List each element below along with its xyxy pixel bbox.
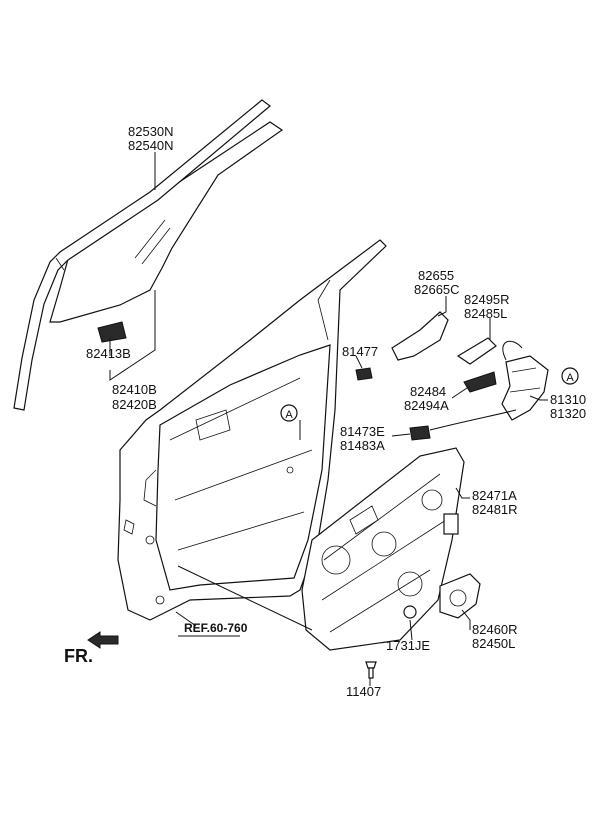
label-82485l: 82485L — [464, 306, 507, 321]
label-82494a: 82494A — [404, 398, 449, 413]
label-82484: 82484 — [410, 384, 446, 399]
label-82655: 82655 — [418, 268, 454, 283]
regulator-motor — [439, 573, 481, 619]
label-82420b: 82420B — [112, 397, 157, 412]
callout-a-right-label: A — [566, 372, 574, 384]
latch-assembly — [409, 340, 549, 441]
label-82665c: 82665C — [414, 282, 460, 297]
label-81477: 81477 — [342, 344, 378, 359]
callout-a-left-label: A — [285, 409, 293, 421]
bolt-81477 — [355, 367, 373, 381]
label-front: FR. — [64, 646, 93, 666]
label-82530n: 82530N — [128, 124, 174, 139]
leader-lines — [109, 152, 548, 686]
label-81320: 81320 — [550, 406, 586, 421]
outside-handle — [391, 311, 497, 393]
label-82413b: 82413B — [86, 346, 131, 361]
door-module-panel — [301, 447, 465, 651]
label-11407: 11407 — [346, 684, 381, 699]
label-82481r: 82481R — [472, 502, 518, 517]
label-1731je: 1731JE — [386, 638, 430, 653]
label-82450l: 82450L — [472, 636, 515, 651]
label-82471a: 82471A — [472, 488, 517, 503]
label-81310: 81310 — [550, 392, 586, 407]
label-82540n: 82540N — [128, 138, 174, 153]
label-82410b: 82410B — [112, 382, 157, 397]
clip-82413b — [97, 321, 127, 343]
glass-run-channel — [13, 99, 271, 411]
plug-1731je — [403, 605, 417, 619]
label-81483a: 81483A — [340, 438, 385, 453]
label-81473e: 81473E — [340, 424, 385, 439]
label-82460r: 82460R — [472, 622, 518, 637]
screw-11407 — [365, 661, 377, 679]
callout-a-left: A — [280, 404, 298, 422]
label-ref-60-760: REF.60-760 — [184, 621, 248, 635]
callout-a-right: A — [561, 367, 579, 385]
label-82495r: 82495R — [464, 292, 510, 307]
front-direction-arrow — [87, 631, 119, 649]
